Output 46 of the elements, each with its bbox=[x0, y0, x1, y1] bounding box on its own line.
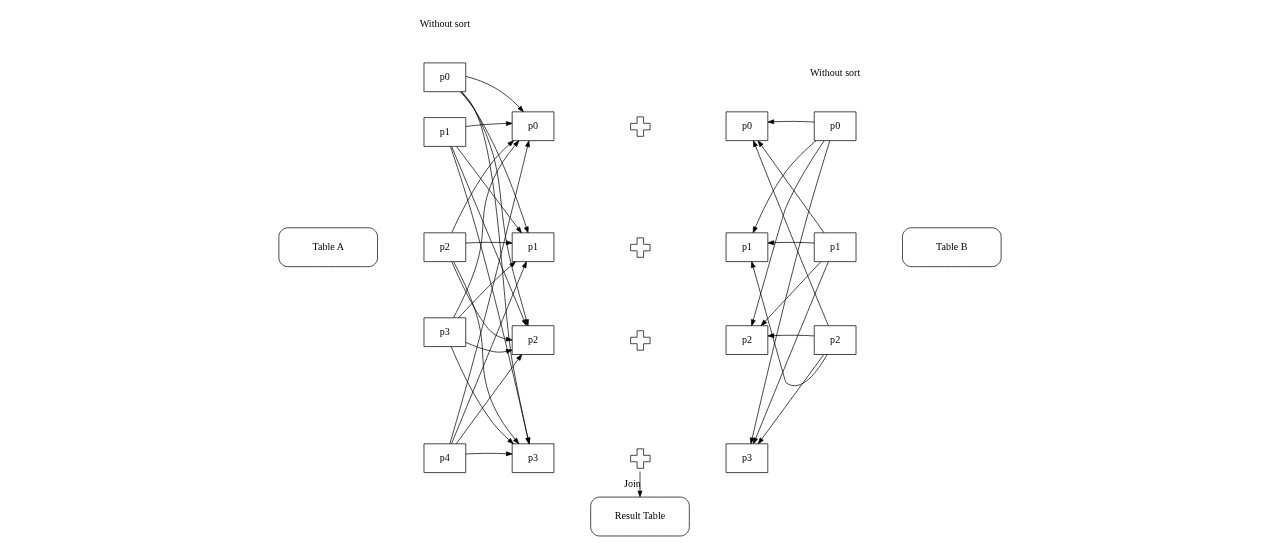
arrow bbox=[637, 471, 642, 498]
node-box: p3 bbox=[423, 317, 466, 347]
node-box: p2 bbox=[725, 325, 768, 355]
node-box: p0 bbox=[813, 111, 856, 141]
arrow bbox=[749, 140, 830, 445]
arrow bbox=[767, 240, 815, 246]
arrow bbox=[757, 140, 824, 234]
node-box: p0 bbox=[725, 111, 768, 141]
arrow bbox=[750, 261, 827, 387]
arrow bbox=[464, 342, 512, 354]
node-box: p0 bbox=[511, 111, 554, 141]
arrow bbox=[457, 261, 516, 319]
label: Without sort bbox=[809, 66, 860, 78]
node-box: p1 bbox=[511, 232, 554, 262]
arrow bbox=[459, 91, 529, 234]
node-box: p2 bbox=[423, 232, 466, 262]
edge-label: Join bbox=[623, 477, 641, 489]
node-box: Result Table bbox=[589, 496, 690, 537]
arrow bbox=[455, 354, 522, 445]
arrow bbox=[452, 140, 519, 318]
arrow bbox=[767, 333, 815, 338]
node-box: p2 bbox=[813, 325, 856, 355]
node-box: p3 bbox=[725, 443, 768, 473]
node-box: p1 bbox=[725, 232, 768, 262]
arrow bbox=[767, 119, 815, 125]
arrow bbox=[465, 240, 512, 246]
arrow bbox=[465, 76, 524, 112]
node-box: p2 bbox=[511, 325, 554, 355]
arrow bbox=[451, 140, 514, 233]
node-box: Table B bbox=[901, 227, 1001, 268]
arrow bbox=[465, 451, 512, 457]
node-box: Table A bbox=[278, 227, 378, 268]
arrow bbox=[757, 354, 824, 445]
node-box: p1 bbox=[813, 232, 856, 262]
arrow bbox=[450, 346, 514, 445]
arrow bbox=[465, 121, 512, 127]
arrow bbox=[760, 261, 821, 326]
arrow bbox=[455, 146, 522, 234]
node-box: p0 bbox=[423, 62, 466, 93]
arrow bbox=[752, 140, 816, 234]
node-box: p3 bbox=[511, 443, 554, 473]
label: Without sort bbox=[419, 17, 470, 29]
arrow bbox=[752, 261, 829, 445]
node-box: p1 bbox=[423, 117, 466, 147]
arrow bbox=[450, 261, 512, 342]
node-box: p4 bbox=[423, 443, 466, 473]
